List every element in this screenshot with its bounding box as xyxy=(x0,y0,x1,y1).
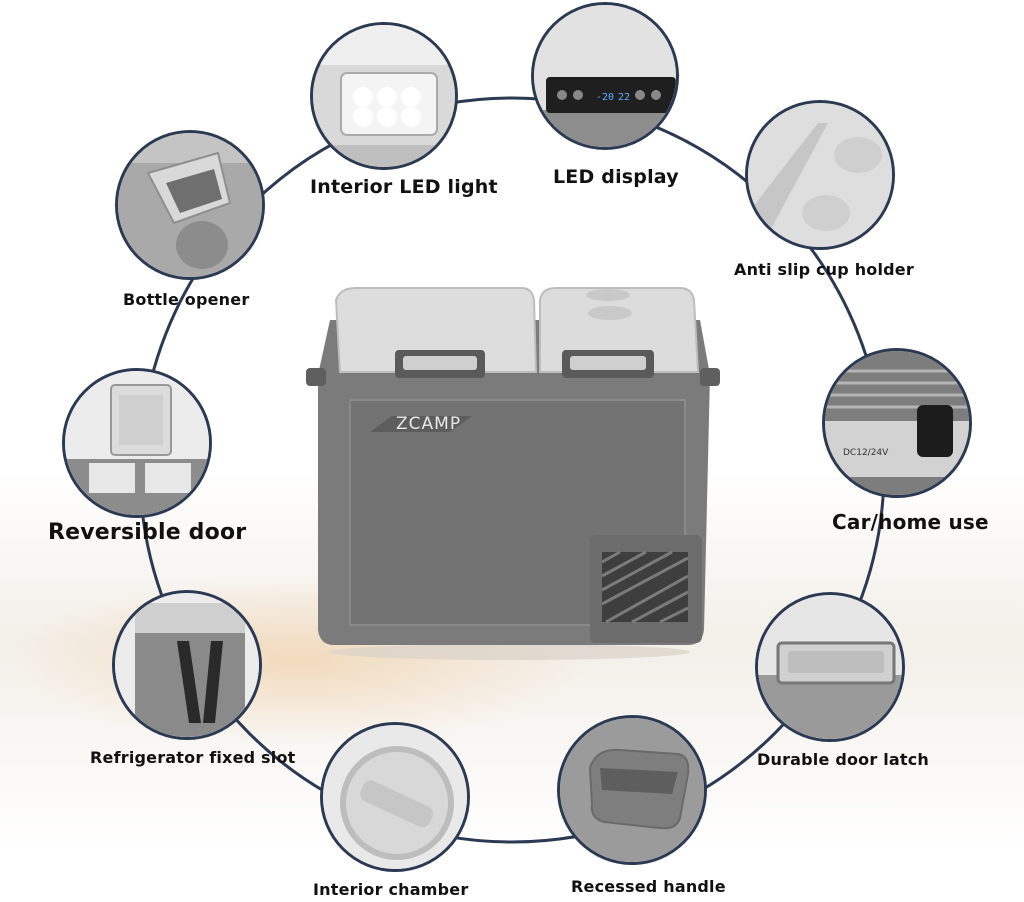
display-readout-freezer: -20 xyxy=(596,92,614,103)
cup-holder-icon xyxy=(748,103,892,247)
recessed-handle-icon xyxy=(560,718,704,862)
reversible-door-bubble xyxy=(62,368,212,518)
bottle-opener-bubble xyxy=(115,130,265,280)
power-port-icon: DC12/24V xyxy=(825,351,969,495)
recessed-handle-label: Recessed handle xyxy=(571,877,726,896)
led-light-icon xyxy=(313,25,455,167)
interior-chamber-bubble xyxy=(320,722,470,872)
recessed-handle-bubble xyxy=(557,715,707,865)
led-display-bubble: -20 22 xyxy=(531,2,679,150)
cup-holder-bubble xyxy=(745,100,895,250)
power-port-bubble: DC12/24V xyxy=(822,348,972,498)
led-display-label: LED display xyxy=(553,166,679,188)
bottle-opener-icon xyxy=(118,133,262,277)
door-latch-bubble xyxy=(755,592,905,742)
interior-chamber-label: Interior chamber xyxy=(313,880,469,899)
brand-logo: ZCAMP xyxy=(396,414,461,434)
door-latch-label: Durable door latch xyxy=(757,750,930,769)
display-readout-fridge: 22 xyxy=(618,92,630,103)
drain-cap-icon xyxy=(323,725,467,869)
interior-led-light-label: Interior LED light xyxy=(310,176,498,198)
cup-holder-label: Anti slip cup holder xyxy=(734,260,914,279)
fixed-slot-bubble xyxy=(112,590,262,740)
fixed-slot-icon xyxy=(115,593,259,737)
interior-led-light-bubble xyxy=(310,22,458,170)
reversible-door-icon xyxy=(65,371,209,515)
portable-fridge: ZCAMP xyxy=(306,287,720,660)
door-latch-icon xyxy=(758,595,902,739)
bottle-opener-label: Bottle opener xyxy=(123,290,250,309)
power-port-label: DC12/24V xyxy=(843,448,889,458)
reversible-door-label: Reversible door xyxy=(48,520,247,545)
fixed-slot-label: Refrigerator fixed slot xyxy=(90,748,296,767)
car-home-use-label: Car/home use xyxy=(832,510,989,534)
control-panel-icon: -20 22 xyxy=(534,5,676,147)
